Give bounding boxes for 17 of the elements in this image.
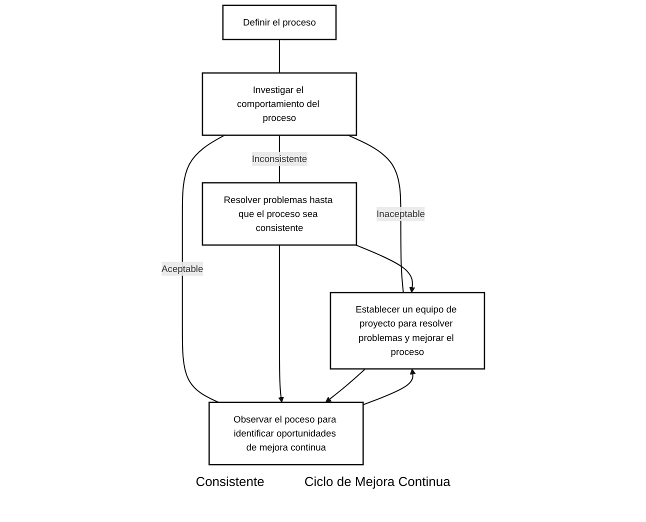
note-label: Consistente [196, 474, 264, 489]
edge-label: Aceptable [162, 263, 204, 274]
node-box: Observar el poceso para identificar oportunidades de mejora continua [208, 402, 364, 466]
connector [278, 40, 280, 73]
node-box: Definir el proceso [222, 4, 337, 40]
edge-label: Inconsistente [252, 153, 308, 164]
node-box: Resolver problemas hasta que el proceso sea consistente [202, 182, 358, 246]
node-box: Investigar el comportamiento del proceso [202, 72, 358, 136]
edge-label: Inaceptable [376, 208, 426, 219]
note-label: Ciclo de Mejora Continua [304, 474, 450, 489]
connector [348, 134, 404, 293]
arrow [278, 245, 284, 403]
node-box: Establecer un equipo de proyecto para resolver problemas y mejorar el proceso [330, 292, 486, 370]
arrow [362, 368, 416, 406]
connector [182, 134, 225, 403]
arrow [325, 368, 366, 403]
arrow [356, 244, 416, 293]
